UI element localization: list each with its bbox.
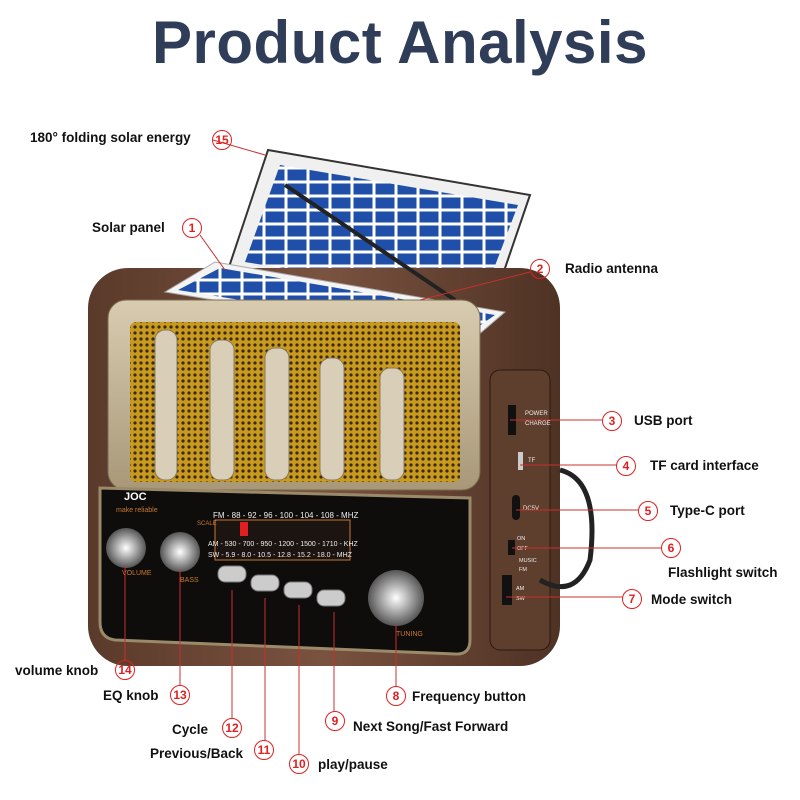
callout-9-label: Next Song/Fast Forward bbox=[353, 719, 509, 734]
on-text: ON bbox=[517, 536, 525, 542]
callout-8-number: 8 bbox=[386, 686, 406, 706]
fm-scale: FM - 88 - 92 - 96 - 100 - 104 - 108 - MH… bbox=[213, 511, 358, 520]
next-button bbox=[316, 589, 346, 607]
callout-15-number: 15 bbox=[212, 130, 232, 150]
callout-8-label: Frequency button bbox=[412, 689, 526, 704]
callout-11-number: 11 bbox=[254, 740, 274, 760]
callout-6-label: Flashlight switch bbox=[668, 565, 778, 580]
callout-13-label: EQ knob bbox=[103, 688, 159, 703]
side-fm-text: FM bbox=[519, 567, 527, 573]
callout-1-number: 1 bbox=[182, 218, 202, 238]
callout-15-label: 180° folding solar energy bbox=[30, 130, 191, 145]
bass-knob bbox=[160, 532, 200, 572]
side-am-text: AM bbox=[516, 586, 525, 592]
power-text: POWER bbox=[525, 411, 548, 417]
callout-7-number: 7 bbox=[622, 589, 642, 609]
callout-9-number: 9 bbox=[325, 711, 345, 731]
bass-text: BASS bbox=[180, 577, 199, 584]
tuning-text: TUNING bbox=[396, 631, 423, 638]
callout-11-label: Previous/Back bbox=[150, 746, 244, 761]
volume-knob bbox=[106, 528, 146, 568]
callout-2-number: 2 bbox=[530, 259, 550, 279]
callout-7-label: Mode switch bbox=[651, 592, 733, 607]
am-scale: AM - 530 - 700 - 950 - 1200 - 1500 - 171… bbox=[208, 541, 359, 548]
cycle-button bbox=[217, 565, 247, 583]
callout-10-label: play/pause bbox=[318, 757, 388, 772]
callout-12-label: Cycle bbox=[172, 722, 209, 737]
callout-2-label: Radio antenna bbox=[565, 261, 659, 276]
callout-4-number: 4 bbox=[616, 456, 636, 476]
brand-tagline: make reliable bbox=[116, 507, 158, 514]
typec-port bbox=[512, 495, 520, 520]
grille-columns bbox=[154, 329, 405, 481]
side-sw-text: SW bbox=[516, 596, 526, 602]
brand-logo: JOC bbox=[124, 491, 147, 503]
callout-14-number: 14 bbox=[115, 660, 135, 680]
scale-text: SCALE bbox=[197, 521, 217, 527]
callout-1-label: Solar panel bbox=[92, 220, 165, 235]
tf-text: TF bbox=[528, 458, 536, 464]
callout-3-label: USB port bbox=[634, 413, 693, 428]
callout-5-label: Type-C port bbox=[670, 503, 745, 518]
callout-4-label: TF card interface bbox=[650, 458, 759, 473]
previous-button bbox=[250, 574, 280, 592]
callout-14-label: volume knob bbox=[15, 663, 99, 678]
tf-slot bbox=[518, 452, 523, 470]
dc-text: DC5V bbox=[523, 506, 539, 512]
tuning-knob bbox=[368, 570, 424, 626]
page-title: Product Analysis bbox=[152, 9, 648, 76]
mode-switch bbox=[502, 575, 512, 605]
antenna bbox=[283, 183, 457, 302]
callout-6-number: 6 bbox=[661, 538, 681, 558]
leader-lines bbox=[124, 139, 661, 754]
off-text: OFF bbox=[517, 546, 529, 552]
music-text: MUSIC bbox=[519, 558, 537, 564]
flashlight-switch bbox=[508, 540, 515, 555]
volume-text: VOLUME bbox=[122, 570, 152, 577]
callout-5-number: 5 bbox=[638, 501, 658, 521]
play-pause-button bbox=[283, 581, 313, 599]
charge-text: CHARGE bbox=[525, 421, 551, 427]
callout-3-number: 3 bbox=[602, 411, 622, 431]
speaker-grille bbox=[130, 322, 460, 482]
callout-10-number: 10 bbox=[289, 754, 309, 774]
callout-13-number: 13 bbox=[170, 685, 190, 705]
sw-scale: SW - 5.9 - 8.0 - 10.5 - 12.8 - 15.2 - 18… bbox=[208, 552, 353, 559]
callout-12-number: 12 bbox=[222, 718, 242, 738]
